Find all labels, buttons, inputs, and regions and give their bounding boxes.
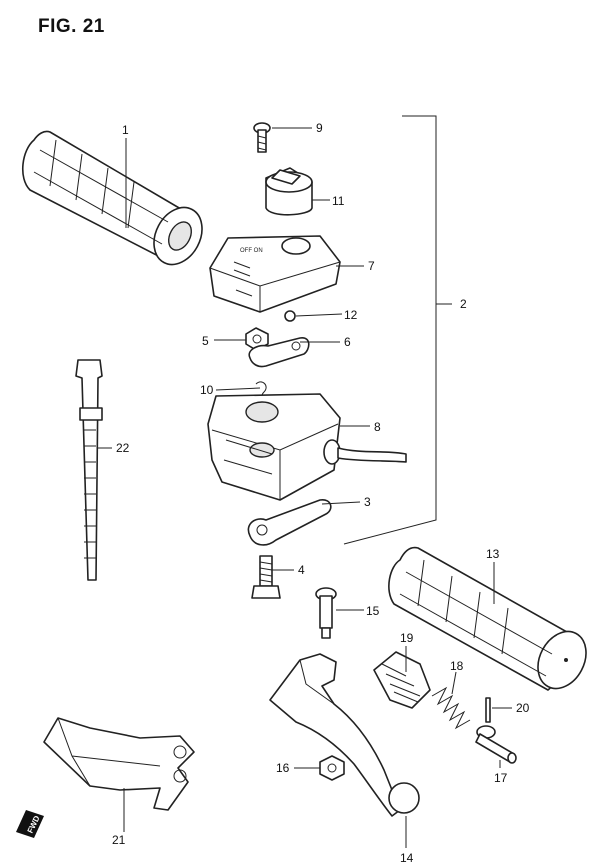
clevis-pin <box>475 725 517 764</box>
nut <box>245 327 269 351</box>
callout-labels: 1 2 3 4 5 6 7 8 9 10 11 12 13 14 15 16 1… <box>112 121 530 865</box>
lower-switch-housing <box>207 393 407 501</box>
callout-10: 10 <box>200 383 214 397</box>
callout-20: 20 <box>516 701 530 715</box>
callout-19: 19 <box>400 631 414 645</box>
cable-tie <box>75 359 103 581</box>
fwd-direction-marker: FWD <box>16 810 44 838</box>
callout-9: 9 <box>316 121 323 135</box>
leader-lines <box>98 127 512 848</box>
callout-22: 22 <box>116 441 130 455</box>
callout-16: 16 <box>276 761 290 775</box>
assembly-bracket <box>343 115 437 545</box>
small-nut <box>284 310 296 322</box>
adjust-lever <box>247 499 332 546</box>
upper-switch-housing: OFF ON <box>209 235 341 313</box>
callout-15: 15 <box>366 604 380 618</box>
callout-8: 8 <box>374 420 381 434</box>
callout-4: 4 <box>298 563 305 577</box>
figure-title: FIG. 21 <box>38 16 105 37</box>
callout-17: 17 <box>494 771 508 785</box>
rubber-boot <box>373 651 431 709</box>
svg-text:OFF ON: OFF ON <box>240 248 263 254</box>
left-grip <box>22 130 203 266</box>
callout-6: 6 <box>344 335 351 349</box>
callout-5: 5 <box>202 334 209 348</box>
callout-14: 14 <box>400 851 414 865</box>
callout-13: 13 <box>486 547 500 561</box>
brake-lever <box>269 653 420 817</box>
callout-1: 1 <box>122 123 129 137</box>
callout-3: 3 <box>364 495 371 509</box>
screw <box>253 122 271 153</box>
lever-holder <box>43 717 195 811</box>
callout-21: 21 <box>112 833 126 847</box>
pivot-nut <box>319 755 345 781</box>
choke-knob <box>265 167 313 216</box>
cotter-pin <box>485 697 491 723</box>
bolt <box>251 555 281 599</box>
callout-2: 2 <box>460 297 467 311</box>
link-plate <box>248 337 310 368</box>
callout-7: 7 <box>368 259 375 273</box>
callout-11: 11 <box>332 194 345 208</box>
compression-spring <box>431 686 471 730</box>
callout-12: 12 <box>344 308 358 322</box>
callout-18: 18 <box>450 659 464 673</box>
right-grip <box>388 546 587 691</box>
pivot-bolt <box>315 587 337 639</box>
